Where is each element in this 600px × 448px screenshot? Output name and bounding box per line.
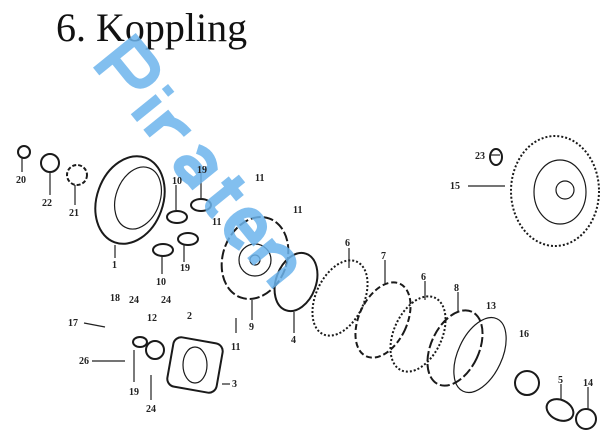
- callout-12: 12: [147, 313, 157, 324]
- watermark-letter-r: [143, 109, 192, 138]
- part-washer-14: [575, 408, 597, 430]
- part-lockwasher-21: [66, 164, 88, 186]
- watermark-letter-t: [204, 174, 246, 220]
- callout-4: 4: [291, 335, 296, 346]
- callout-15: 15: [450, 181, 460, 192]
- part-friction-disc-6a: [311, 259, 369, 337]
- callout-10: 10: [172, 176, 182, 187]
- part-bushing-5: [545, 398, 575, 422]
- callout-10: 10: [156, 277, 166, 288]
- callout-6: 6: [421, 272, 426, 283]
- callout-19: 19: [129, 387, 139, 398]
- callout-labels: 20 22 21 1 10 19 10 19 11 11 11 11 9 4 6…: [16, 151, 593, 415]
- part-spring-10b: [152, 243, 174, 257]
- callout-20: 20: [16, 175, 26, 186]
- part-bearing-12: [145, 340, 165, 360]
- parts: [17, 135, 600, 430]
- watermark-letter-e: [224, 207, 267, 251]
- callout-24: 24: [146, 404, 156, 415]
- callout-14: 14: [583, 378, 593, 389]
- part-circlip-13: [453, 316, 507, 394]
- callout-17: 17: [68, 318, 78, 329]
- part-bearing-16: [514, 370, 540, 396]
- watermark-letter-n: [247, 237, 297, 290]
- part-clutch-housing-1: [94, 155, 166, 245]
- callout-11: 11: [212, 217, 221, 228]
- callout-9: 9: [249, 322, 254, 333]
- callout-23: 23: [475, 151, 485, 162]
- part-ring-23: [489, 148, 503, 166]
- part-primary-gear-15: [510, 135, 600, 247]
- leader-lines: [21, 154, 589, 410]
- watermark: [92, 32, 297, 290]
- callout-5: 5: [558, 375, 563, 386]
- callout-8: 8: [454, 283, 459, 294]
- part-spring-19b: [177, 232, 199, 246]
- part-washer-22: [40, 153, 60, 173]
- callout-11: 11: [255, 173, 264, 184]
- callout-16: 16: [519, 329, 529, 340]
- part-nut-20: [17, 145, 31, 159]
- part-lifter-plate-2: [166, 336, 224, 394]
- part-plate-8: [426, 309, 484, 387]
- watermark-letter-i: [130, 84, 175, 122]
- callout-2: 2: [187, 311, 192, 322]
- callout-6: 6: [345, 238, 350, 249]
- callout-24: 24: [161, 295, 171, 306]
- callout-18: 18: [110, 293, 120, 304]
- callout-22: 22: [42, 198, 52, 209]
- part-friction-disc-6b: [389, 295, 447, 373]
- callout-1: 1: [112, 260, 117, 271]
- callout-11: 11: [231, 342, 240, 353]
- callout-24: 24: [129, 295, 139, 306]
- watermark-letter-a: [173, 144, 218, 191]
- callout-7: 7: [381, 251, 386, 262]
- callout-21: 21: [69, 208, 79, 219]
- callout-19: 19: [180, 263, 190, 274]
- page-title: 6. Koppling: [56, 5, 248, 50]
- callout-11: 11: [293, 205, 302, 216]
- part-plate-7: [354, 281, 412, 359]
- callout-26: 26: [79, 356, 89, 367]
- callout-19: 19: [197, 165, 207, 176]
- callout-13: 13: [486, 301, 496, 312]
- part-cam-19: [132, 336, 148, 348]
- watermark-letter-p: [92, 32, 161, 89]
- part-spring-10a: [166, 210, 188, 224]
- callout-3: 3: [232, 379, 237, 390]
